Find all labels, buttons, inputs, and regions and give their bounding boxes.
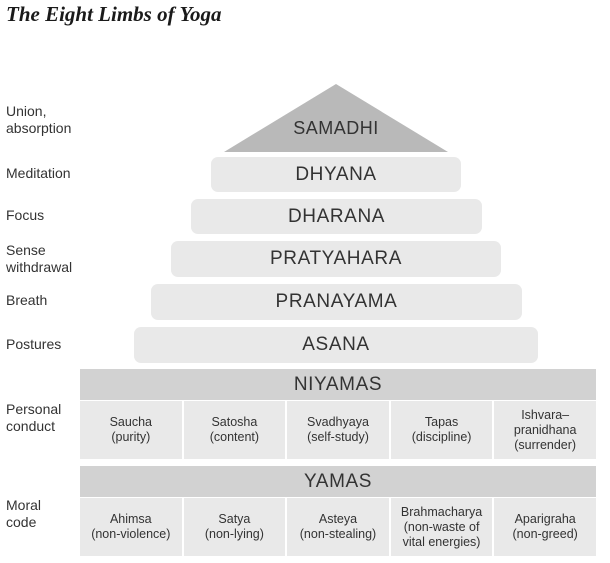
yama-brahmacharya-meaning-2: vital energies) <box>402 534 481 549</box>
niyamas-row: Saucha (purity) Satosha (content) Svadhy… <box>80 401 596 459</box>
niyama-saucha: Saucha (purity) <box>80 401 182 459</box>
niyama-ishvara-meaning: (surrender) <box>514 437 577 452</box>
niyama-satosha-name: Satosha <box>211 415 258 429</box>
niyama-saucha-name: Saucha <box>109 415 152 429</box>
yama-satya: Satya (non-lying) <box>183 498 286 556</box>
niyama-ishvara-name-1: Ishvara– <box>521 407 570 422</box>
side-label-moral-line-2: code <box>6 514 37 530</box>
side-label-postures: Postures <box>6 336 62 352</box>
niyama-tapas-meaning: (discipline) <box>411 430 472 444</box>
yama-brahmacharya: Brahmacharya (non-waste of vital energie… <box>390 498 493 556</box>
niyama-ishvara-name-2: pranidhana <box>513 422 577 437</box>
niyama-satosha-meaning: (content) <box>209 430 260 444</box>
side-label-personal-conduct: Personal conduct <box>6 401 61 435</box>
samadhi-triangle <box>224 84 448 152</box>
side-label-personal-line-2: conduct <box>6 418 56 434</box>
yama-asteya: Asteya (non-stealing) <box>287 498 389 556</box>
niyama-svadhyaya: Svadhyaya (self-study) <box>287 401 389 459</box>
side-label-moral-line-1: Moral <box>6 497 42 513</box>
yama-satya-name: Satya <box>218 512 251 526</box>
yama-ahimsa-meaning: (non-violence) <box>91 527 171 541</box>
side-label-sense-line-2: withdrawal <box>6 259 73 275</box>
yamas-row: Ahimsa (non-violence) Satya (non-lying) … <box>80 498 596 556</box>
niyama-ishvara-pranidhana: Ishvara– pranidhana (surrender) <box>494 401 596 459</box>
diagram-title: The Eight Limbs of Yoga <box>6 2 222 26</box>
yama-brahmacharya-meaning-1: (non-waste of <box>403 519 480 534</box>
side-label-union-line-1: Union, <box>6 103 47 119</box>
samadhi-label: SAMADHI <box>293 118 379 138</box>
tier-dhyana: DHYANA <box>211 157 461 192</box>
niyama-tapas-name: Tapas <box>424 415 459 429</box>
side-label-breath: Breath <box>6 292 48 308</box>
side-label-personal-line-1: Personal <box>6 401 62 417</box>
yama-asteya-meaning: (non-stealing) <box>299 527 377 541</box>
tier-dharana: DHARANA <box>191 199 482 234</box>
yama-aparigraha: Aparigraha (non-greed) <box>494 498 596 556</box>
samadhi-triangle-shape <box>224 84 448 152</box>
niyama-svadhyaya-name: Svadhyaya <box>307 415 369 429</box>
yama-ahimsa: Ahimsa (non-violence) <box>80 498 182 556</box>
niyama-svadhyaya-meaning: (self-study) <box>307 430 369 444</box>
yama-satya-meaning: (non-lying) <box>204 527 264 541</box>
yama-aparigraha-name: Aparigraha <box>514 512 576 526</box>
yama-ahimsa-name: Ahimsa <box>109 512 152 526</box>
side-label-sense-withdrawal: Sense withdrawal <box>6 242 72 276</box>
niyama-saucha-meaning: (purity) <box>111 430 151 444</box>
side-label-meditation: Meditation <box>6 165 71 181</box>
niyamas-header: NIYAMAS <box>80 369 596 400</box>
yama-brahmacharya-name: Brahmacharya <box>400 504 483 519</box>
tier-asana: ASANA <box>134 327 538 363</box>
niyama-satosha: Satosha (content) <box>183 401 286 459</box>
niyama-tapas: Tapas (discipline) <box>390 401 493 459</box>
side-label-focus: Focus <box>6 207 45 223</box>
yama-aparigraha-meaning: (non-greed) <box>512 527 578 541</box>
yama-asteya-name: Asteya <box>318 512 358 526</box>
tier-pratyahara: PRATYAHARA <box>171 241 501 277</box>
side-label-sense-line-1: Sense <box>6 242 46 258</box>
side-label-moral-code: Moral code <box>6 497 41 531</box>
side-label-union: Union, absorption <box>6 103 71 137</box>
tier-pranayama: PRANAYAMA <box>151 284 522 320</box>
yamas-header: YAMAS <box>80 466 596 497</box>
side-label-union-line-2: absorption <box>6 120 72 136</box>
